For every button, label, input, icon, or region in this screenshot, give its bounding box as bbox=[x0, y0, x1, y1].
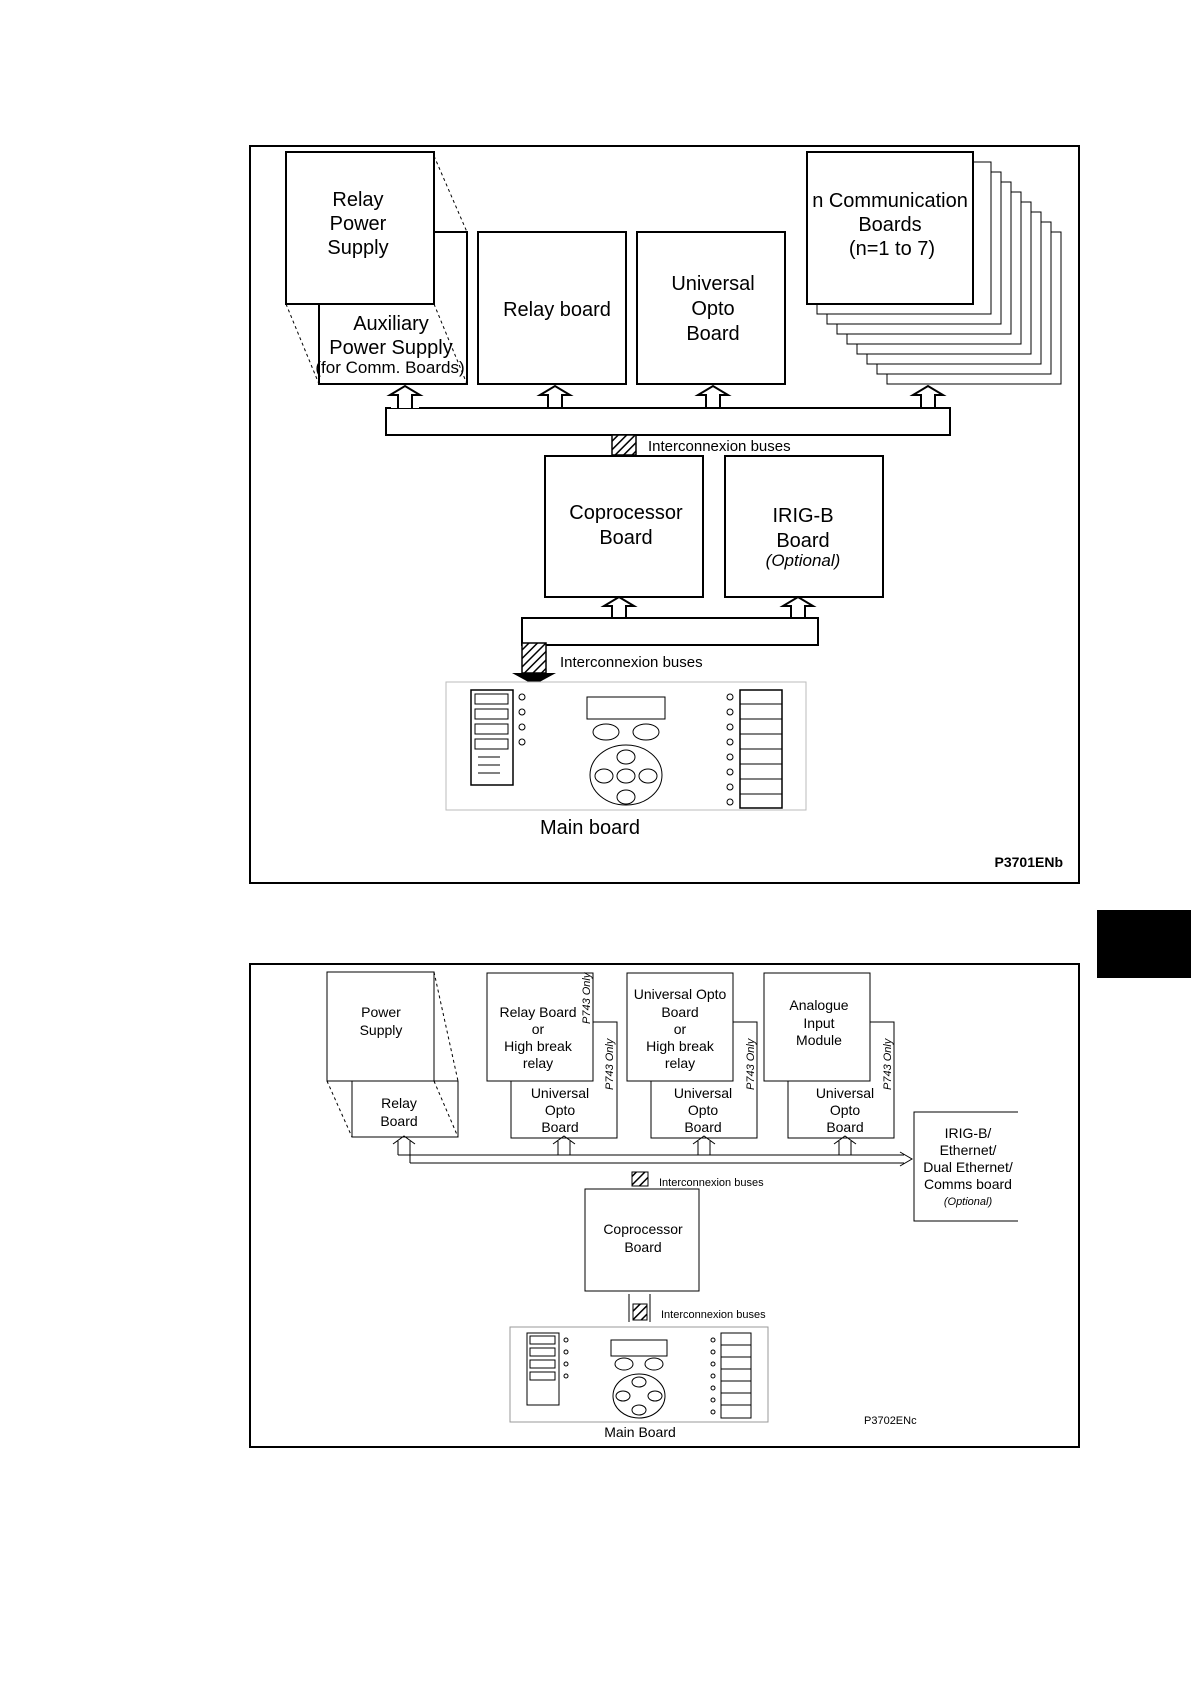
uob1-line1: Universal bbox=[531, 1085, 589, 1101]
figure2-bus: Interconnexion buses bbox=[392, 1135, 913, 1189]
uo-hb-line2: Board bbox=[661, 1004, 698, 1020]
irigb-optional: (Optional) bbox=[766, 551, 841, 570]
universal-opto-board-block: Universal Opto Board bbox=[636, 231, 786, 385]
analogue-input-block: Analogue Input Module P743 Only Universa… bbox=[763, 972, 895, 1139]
irig2-line3: Dual Ethernet/ bbox=[923, 1159, 1013, 1175]
figure2-coprocessor-block: Coprocessor Board bbox=[584, 1188, 700, 1292]
relay-or-highbreak-block: Relay Board or High break relay P743 Onl… bbox=[486, 971, 618, 1139]
aux-ps-line2: Power Supply bbox=[329, 337, 452, 359]
rb-hb-line3: High break bbox=[504, 1038, 573, 1054]
fig2-copro-line2: Board bbox=[624, 1239, 661, 1255]
uob2-line1: Universal bbox=[674, 1085, 732, 1101]
aux-ps-line1: Auxiliary bbox=[353, 313, 429, 335]
copro-line1: Coprocessor bbox=[569, 502, 683, 524]
rb-hb-line4: relay bbox=[523, 1055, 553, 1071]
relay-board2-line2: Board bbox=[380, 1113, 417, 1129]
uob2-line2: Opto bbox=[688, 1102, 719, 1118]
comm-line3: (n=1 to 7) bbox=[849, 238, 935, 260]
power-supply-line1: Power bbox=[361, 1004, 401, 1020]
p743-only-2: P743 Only bbox=[604, 1037, 616, 1090]
uob1-line2: Opto bbox=[545, 1102, 576, 1118]
figure1-lower-bus: Interconnexion buses bbox=[512, 595, 819, 685]
p743-only-1: P743 Only bbox=[581, 971, 593, 1024]
rb-hb-line2: or bbox=[532, 1021, 545, 1037]
rps-line1: Relay bbox=[332, 189, 383, 211]
figure2-main-board-panel: Main Board bbox=[509, 1326, 769, 1440]
rps-line2: Power bbox=[330, 213, 387, 235]
copro-line2: Board bbox=[599, 527, 652, 549]
uob3-line1: Universal bbox=[816, 1085, 874, 1101]
power-supply-line2: Supply bbox=[360, 1022, 403, 1038]
opto-line1: Universal bbox=[671, 273, 754, 295]
uob2-line3: Board bbox=[684, 1119, 721, 1135]
fig2-bus-label-top: Interconnexion buses bbox=[659, 1177, 764, 1189]
irigb-line2: Board bbox=[776, 530, 829, 552]
figure1-top-bus: Interconnexion buses bbox=[385, 384, 951, 456]
relay-board2-line1: Relay bbox=[381, 1095, 417, 1111]
power-supply-block: Power Supply Relay Board bbox=[326, 971, 459, 1138]
opto-or-highbreak-block: Universal Opto Board or High break relay… bbox=[626, 972, 758, 1139]
uob1-line3: Board bbox=[541, 1119, 578, 1135]
figure1-main-board-panel: Main board bbox=[445, 681, 807, 839]
bus-label-top: Interconnexion buses bbox=[648, 438, 791, 455]
communication-boards-stack: n Communication Boards (n=1 to 7) bbox=[806, 151, 1062, 385]
rb-hb-line1: Relay Board bbox=[499, 1004, 576, 1020]
opto-line2: Opto bbox=[691, 298, 734, 320]
relay-board-label: Relay board bbox=[503, 299, 611, 321]
irig2-line1: IRIG-B/ bbox=[945, 1125, 992, 1141]
uob3-line2: Opto bbox=[830, 1102, 861, 1118]
relay-board-block: Relay board bbox=[477, 231, 627, 385]
bus-label-bottom: Interconnexion buses bbox=[560, 654, 703, 671]
uo-hb-line3: or bbox=[674, 1021, 687, 1037]
irigb-ethernet-block: IRIG-B/ Ethernet/ Dual Ethernet/ Comms b… bbox=[913, 1111, 1018, 1222]
aux-ps-line3: (for Comm. Boards) bbox=[315, 358, 464, 377]
uo-hb-line5: relay bbox=[665, 1055, 695, 1071]
aim-line2: Input bbox=[803, 1015, 834, 1031]
opto-line3: Board bbox=[686, 323, 739, 345]
irig2-line2: Ethernet/ bbox=[940, 1142, 997, 1158]
figure2-lower-bus: Interconnexion buses bbox=[628, 1294, 766, 1322]
uo-hb-line4: High break bbox=[646, 1038, 715, 1054]
irig2-optional: (Optional) bbox=[944, 1196, 993, 1208]
rps-line3: Supply bbox=[327, 237, 388, 259]
irig2-line4: Comms board bbox=[924, 1176, 1012, 1192]
aim-line1: Analogue bbox=[789, 997, 848, 1013]
fig2-copro-line1: Coprocessor bbox=[603, 1221, 683, 1237]
irigb-board-block: IRIG-B Board (Optional) bbox=[724, 455, 884, 598]
uob3-line3: Board bbox=[826, 1119, 863, 1135]
irigb-line1: IRIG-B bbox=[772, 505, 833, 527]
aim-line3: Module bbox=[796, 1032, 842, 1048]
figure2-code: P3702ENc bbox=[864, 1415, 917, 1427]
main-board-label: Main board bbox=[540, 817, 640, 839]
p743-only-4: P743 Only bbox=[882, 1037, 894, 1090]
coprocessor-board-block: Coprocessor Board bbox=[544, 455, 704, 598]
figure1-code: P3701ENb bbox=[995, 854, 1063, 870]
relay-power-supply-block: Relay Power Supply bbox=[285, 151, 435, 305]
comm-line2: Boards bbox=[858, 214, 921, 236]
p743-only-3: P743 Only bbox=[745, 1037, 757, 1090]
fig2-main-board-label: Main Board bbox=[604, 1424, 676, 1440]
comm-line1: n Communication bbox=[812, 190, 968, 212]
fig2-bus-label-bottom: Interconnexion buses bbox=[661, 1309, 766, 1321]
chapter-tab-marker bbox=[1097, 910, 1191, 978]
uo-hb-line1: Universal Opto bbox=[634, 986, 727, 1002]
